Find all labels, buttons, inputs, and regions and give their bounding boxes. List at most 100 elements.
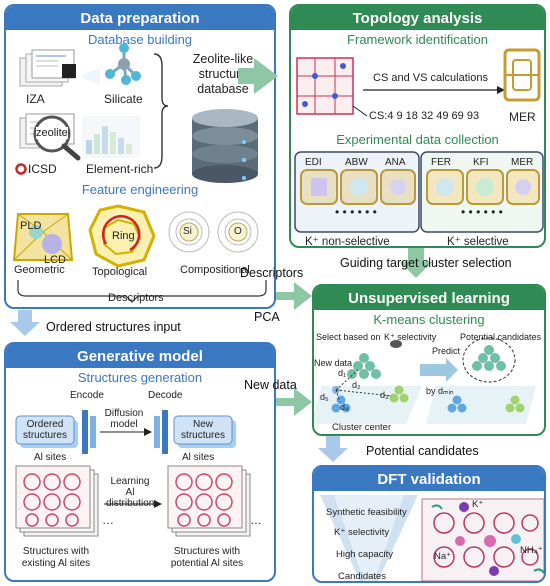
feature-engineering-heading: Feature engineering: [81, 182, 199, 197]
kfi-cage-icon: [466, 169, 504, 205]
existing-sites-label: Structures with existing Al sites: [21, 546, 91, 569]
potential-sites-label: Structures with potential Al sites: [170, 546, 244, 569]
select-based-label: Select based on: [316, 332, 381, 342]
nh4-ion-label: NH₄⁺: [520, 545, 543, 556]
flow-guiding-label: Guiding target cluster selection: [340, 256, 512, 270]
abw-label: ABW: [345, 157, 368, 168]
si-label: Si: [183, 226, 192, 237]
svg-text:• • • • • •: • • • • • •: [335, 205, 377, 219]
arrow-potential-icon: [318, 436, 348, 462]
unsupervised-learning-panel: Unsupervised learning K-means clustering: [312, 284, 546, 436]
svg-text:• • • • • •: • • • • • •: [461, 205, 503, 219]
funnel-synthetic: Synthetic feasibility: [326, 507, 407, 518]
zeolite-badge: zeolite: [36, 127, 68, 139]
predict-label: Predict: [432, 346, 461, 356]
pld-label: PLD: [20, 220, 42, 232]
calc-label: CS and VS calculations: [373, 72, 488, 84]
topology-analysis-panel: Topology analysis Framework identificati…: [289, 4, 546, 248]
generative-title: Generative model: [6, 344, 274, 368]
generative-graphics: … …: [15, 410, 262, 537]
arrow-new-data-icon: [276, 388, 312, 416]
right-plane: [426, 386, 536, 424]
d3-label: d₃: [380, 390, 389, 400]
right-cluster-top: [472, 345, 506, 371]
fer-cage-icon: [426, 169, 464, 205]
dft-structure: [421, 498, 544, 581]
flow-potential-label: Potential candidates: [366, 444, 479, 458]
geometric-feature-icon: [12, 213, 74, 261]
k-ion-label: K⁺: [472, 499, 484, 510]
encoder-icon: [82, 410, 96, 454]
svg-text:…: …: [250, 513, 262, 527]
source-icsd-label: ICSD: [28, 162, 57, 176]
arrow-descriptors-icon: [276, 282, 312, 310]
topology-analysis-title: Topology analysis: [291, 6, 544, 30]
flow-descriptors-label: Descriptors: [240, 266, 304, 280]
nh4-ion-icon: [511, 534, 521, 544]
descriptors-bracket-icon: [17, 280, 267, 303]
existing-grid-lines: [23, 473, 81, 527]
abw-cage-icon: [340, 169, 378, 205]
learning-label: Learning Al distribution: [106, 476, 155, 509]
unsupervised-title: Unsupervised learning: [314, 286, 544, 310]
diffusion-label: Diffusion model: [104, 408, 144, 430]
right-cluster-green: [505, 395, 525, 413]
ana-label: ANA: [385, 157, 406, 168]
ordered-structures-label: Ordered structures: [23, 419, 67, 441]
generative-model-panel: Generative model Structures generation: [4, 342, 276, 582]
data-preparation-title: Data preparation: [6, 6, 274, 30]
d4-label: d₄: [340, 402, 349, 412]
edi-label: EDI: [305, 157, 322, 168]
framework-lattice-icon: [296, 57, 354, 115]
mer-small-label: MER: [511, 157, 534, 168]
topology-graphics: • • • • • • • • • • • •: [294, 48, 544, 233]
dft-title: DFT validation: [314, 467, 544, 491]
topological-feature-icon: [88, 204, 156, 268]
database-building-heading: Database building: [87, 32, 193, 47]
new-structures-label: New structures: [181, 419, 225, 441]
descriptors-label: Descriptors: [108, 292, 164, 304]
candidate-ellipse: [462, 337, 516, 383]
al-sites-right-label: Al sites: [182, 452, 215, 463]
si-atom-icon: [168, 211, 210, 253]
cs-pointer-icon: [352, 105, 368, 117]
left-cluster-green: [389, 385, 409, 403]
d1-label: d₁: [338, 368, 347, 378]
structures-generation-heading: Structures generation: [77, 370, 203, 385]
cs-sequence-label: CS:4 9 18 32 49 69 93: [369, 110, 480, 122]
decoder-icon: [154, 410, 168, 454]
ana-cage-icon: [380, 169, 416, 205]
flow-ordered-label: Ordered structures input: [46, 320, 181, 334]
funnel-capacity: High capacity: [336, 549, 394, 560]
element-rich-icon: [82, 116, 140, 158]
left-cluster-top: [347, 353, 381, 379]
mer-small-cage-icon: [506, 169, 540, 205]
cluster-center-label: Cluster center: [332, 422, 392, 433]
left-plane: [314, 386, 422, 424]
fer-label: FER: [431, 157, 451, 168]
flow-new-data-label: New data: [244, 378, 297, 392]
na-ion-label: Na⁺: [434, 551, 452, 562]
decode-label: Decode: [148, 390, 183, 401]
funnel-candidates: Candidates: [338, 571, 387, 582]
by-dmin-label: by dₘᵢₙ: [426, 386, 454, 396]
icsd-logo-icon: [15, 163, 27, 175]
d2-label: d₂: [352, 380, 361, 390]
k-ion-icon: [459, 502, 469, 512]
dft-validation-panel: DFT validation Synthetic feasibility K⁺ …: [312, 465, 546, 583]
right-cluster-blue: [447, 395, 467, 413]
dft-graphics: [320, 495, 544, 581]
lcd-label: LCD: [44, 254, 67, 266]
source-silicate-label: Silicate: [104, 92, 143, 106]
feature-topological-label: Topological: [92, 266, 148, 278]
o-label: O: [234, 226, 242, 237]
source-element-rich-label: Element-rich: [86, 162, 154, 176]
source-iza-label: IZA: [26, 92, 45, 106]
selective-label: K⁺ selective: [447, 236, 509, 248]
feature-compositional-label: Compositional: [180, 264, 250, 276]
arrow-ordered-icon: [10, 310, 40, 336]
framework-code-label: MER: [509, 110, 536, 124]
nonselective-label: K⁺ non-selective: [305, 236, 390, 248]
o-atom-icon: [217, 211, 259, 253]
d5-label: d₅: [320, 392, 329, 402]
